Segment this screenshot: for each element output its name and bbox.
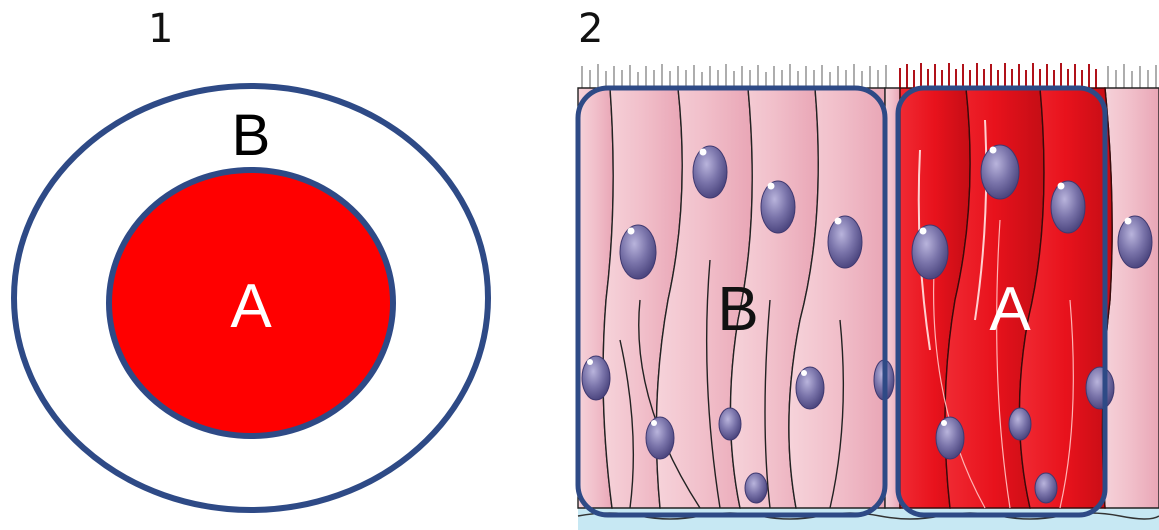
outer-label-b: B xyxy=(232,103,271,168)
panel-1-diagram: B A xyxy=(14,86,488,510)
box-label-b: B xyxy=(717,275,758,344)
pink-cells-right xyxy=(1102,88,1159,508)
panel-2-diagram: B A xyxy=(578,63,1159,530)
box-label-a: A xyxy=(989,275,1031,344)
inner-label-a: A xyxy=(230,272,272,341)
